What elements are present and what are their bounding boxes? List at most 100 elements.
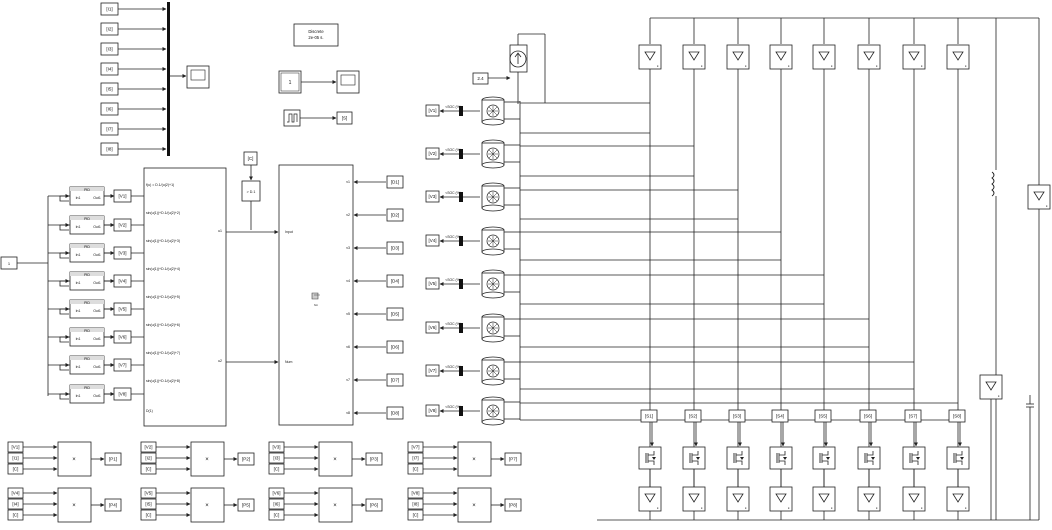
- soc-label-8: <SOC (%)>: [445, 405, 463, 409]
- battery-goto-2-label: [V2]: [428, 151, 436, 156]
- battery-5-bottom: [481, 291, 505, 299]
- battery-goto-5: [425, 277, 440, 290]
- from-tag-6: [100, 102, 119, 116]
- battery-6-bottom: [481, 335, 505, 343]
- from-tag-2: [100, 22, 119, 36]
- bottom-diode-2-triangle-icon: [688, 493, 700, 503]
- subsystem-title-4: PID: [84, 273, 90, 277]
- right-diode-triangle-icon: [1033, 191, 1045, 201]
- top-diode-1-triangle-icon: [644, 51, 656, 61]
- product-in-1-1: [7, 441, 24, 453]
- battery-1-bottom: [481, 118, 505, 126]
- mosfet-1-channel-icon: [647, 451, 655, 465]
- goto-v-7-label: [V7]: [118, 363, 126, 368]
- display-line2: 2e-05 s.: [308, 35, 323, 40]
- mosfet-3-channel-icon: [735, 451, 743, 465]
- battery-2-bottom: [481, 161, 505, 169]
- battery-1-cross-icon: [488, 106, 498, 116]
- battery-3-cross-icon: [488, 192, 498, 202]
- top-diode-5-triangle-icon: [818, 51, 830, 61]
- bottom-diode-6-triangle-icon: [863, 493, 875, 503]
- product-out-4-label: [P7]: [509, 457, 517, 462]
- switch-tag-8-label: [S8]: [953, 414, 961, 419]
- switch-tag-3-label: [S3]: [733, 414, 741, 419]
- from-d-6: [386, 340, 404, 354]
- subsystem-header-8: [70, 385, 104, 389]
- goto-v-2: [113, 218, 132, 232]
- goto-v-4: [113, 274, 132, 288]
- battery-7-bottom: [481, 378, 505, 386]
- subsystem-icon-caption: fcn: [314, 303, 318, 307]
- mosfet-8: [946, 446, 970, 470]
- subsystem-icon: [311, 292, 320, 300]
- right-diode-port: k: [1046, 204, 1048, 208]
- demux-6: [459, 323, 463, 333]
- subsystem-header-2: [70, 216, 104, 220]
- soc-label-6: <SOC (%)>: [445, 322, 463, 326]
- product-block-2: [190, 441, 225, 477]
- bottom-diode-3-port: k: [745, 506, 747, 510]
- subsystem-title-1: PID: [84, 188, 90, 192]
- product-in-8-2: [407, 498, 424, 510]
- product-in-6-2-label: [I5]: [145, 502, 151, 507]
- switch-tag-5-label: [S5]: [819, 414, 827, 419]
- subsystem-out-3: Out1: [93, 253, 101, 257]
- product-in-2-1-label: [V2]: [144, 445, 152, 450]
- big-input-top: Input: [285, 230, 293, 234]
- product-out-8-label: [P8]: [509, 503, 517, 508]
- bottom-diode-2-port: k: [701, 506, 703, 510]
- mosfet-2-body-diode-icon: [696, 457, 700, 460]
- product-in-5-3: [7, 509, 24, 521]
- battery-5-cross-icon: [488, 279, 498, 289]
- subsystem-title-5: PID: [84, 301, 90, 305]
- from-d-8-label: [D8]: [391, 411, 399, 416]
- goto-v-8-label: [V8]: [118, 392, 126, 397]
- from-tag-3-label: [I3]: [106, 47, 112, 52]
- product-symbol-2: ×: [205, 457, 209, 463]
- mosfet-7-channel-icon: [911, 451, 919, 465]
- product-in-4-3: [407, 463, 424, 475]
- product-symbol-6: ×: [205, 503, 209, 509]
- from-d-5-label: [D5]: [391, 312, 399, 317]
- product-in-7-1-label: [V6]: [272, 491, 280, 496]
- mosfet-6-channel-icon: [866, 451, 874, 465]
- subsystem-in-4: In1: [76, 281, 81, 285]
- product-in-7-2-label: [I6]: [273, 502, 279, 507]
- product-in-4-2: [407, 452, 424, 464]
- big-port-5: v5: [346, 312, 350, 316]
- from-tag-7: [100, 122, 119, 136]
- product-block-5: [57, 487, 92, 523]
- product-in-7-1: [268, 487, 285, 499]
- subsystem-in-1: In1: [76, 196, 81, 200]
- product-out-5-label: [P4]: [109, 503, 117, 508]
- subsystem-header-6: [70, 328, 104, 332]
- demux-7: [459, 366, 463, 376]
- bottom-diode-4-port: k: [788, 506, 790, 510]
- display-line1: Discrete: [308, 29, 324, 34]
- battery-goto-4: [425, 234, 440, 247]
- product-in-1-3-label: [C]: [13, 467, 19, 472]
- switch-tag-4-label: [S4]: [776, 414, 784, 419]
- switch-tag-2: [684, 409, 702, 423]
- ripple-constant: [472, 72, 489, 85]
- battery-goto-4-label: [V4]: [428, 238, 436, 243]
- battery-2-cross-icon: [488, 149, 498, 159]
- battery-goto-6: [425, 321, 440, 334]
- bottom-diode-7-triangle-icon: [908, 493, 920, 503]
- product-in-1-2: [7, 452, 24, 464]
- demux-2: [459, 149, 463, 159]
- product-in-8-1: [407, 487, 424, 499]
- battery-8-bottom: [481, 418, 505, 426]
- switch-tag-3: [728, 409, 746, 423]
- top-diode-4-port: k: [788, 64, 790, 68]
- soc-label-5: <SOC (%)>: [445, 278, 463, 282]
- product-symbol-8: ×: [472, 503, 476, 509]
- subsystem-in-3: In1: [76, 253, 81, 257]
- subsystem-in-8: In1: [76, 394, 81, 398]
- product-symbol-1: ×: [72, 457, 76, 463]
- product-in-3-1: [268, 441, 285, 453]
- fcn-port-u2: u2: [218, 359, 222, 363]
- top-diode-2-triangle-icon: [688, 51, 700, 61]
- product-out-6-label: [P5]: [242, 503, 250, 508]
- subsystem-out-5: Out1: [93, 309, 101, 313]
